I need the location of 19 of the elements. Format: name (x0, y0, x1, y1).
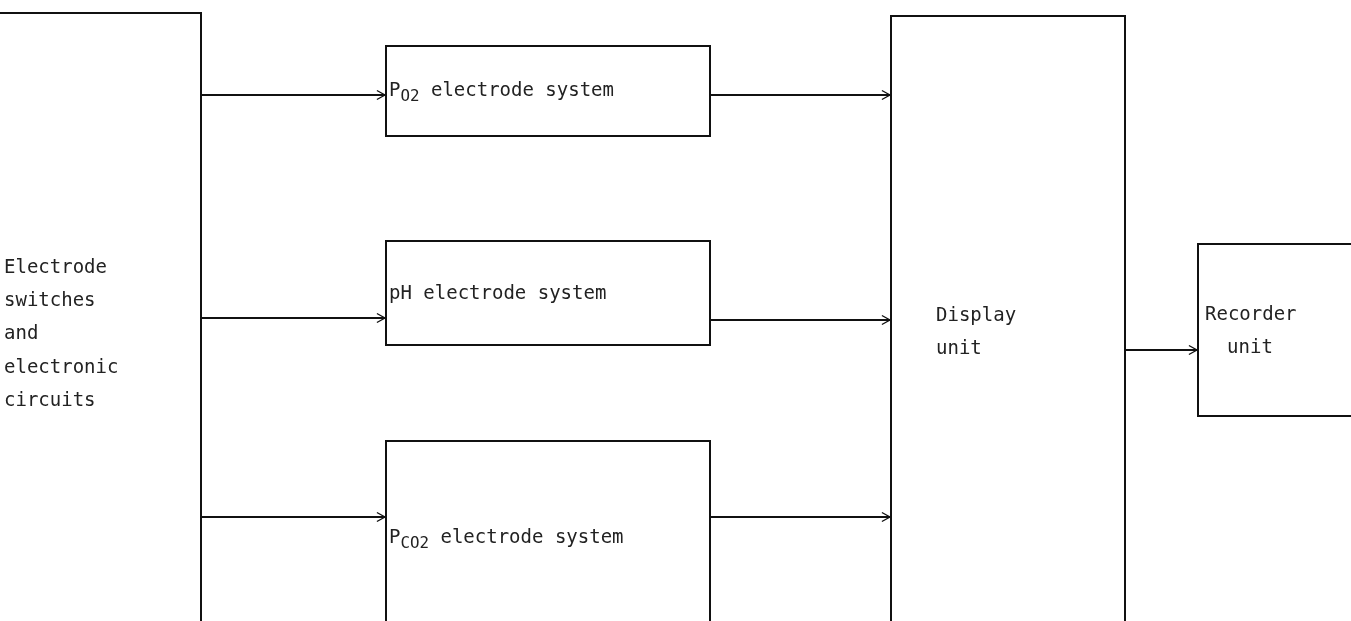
arrow (201, 511, 386, 523)
process-box (385, 240, 711, 346)
arrow (201, 89, 386, 101)
arrow (710, 314, 891, 326)
block-label: Recorder unit (1205, 300, 1295, 359)
block-label: pH electrode system (389, 280, 607, 306)
process-box (385, 440, 711, 621)
process-box (1197, 243, 1351, 417)
block-label: P$_{O2}$ electrode system (389, 76, 614, 107)
block-frame (0, 12, 202, 621)
process-box (890, 15, 1126, 621)
process-box (385, 45, 711, 137)
block-label: P$_{CO2}$ electrode system (389, 524, 624, 554)
arrow (710, 511, 891, 523)
block-label: Electrode switches and electronic circuits (4, 253, 120, 412)
arrow (201, 312, 386, 324)
block-label: Display unit (936, 301, 1018, 360)
arrow (710, 89, 891, 101)
arrow (1125, 344, 1198, 356)
